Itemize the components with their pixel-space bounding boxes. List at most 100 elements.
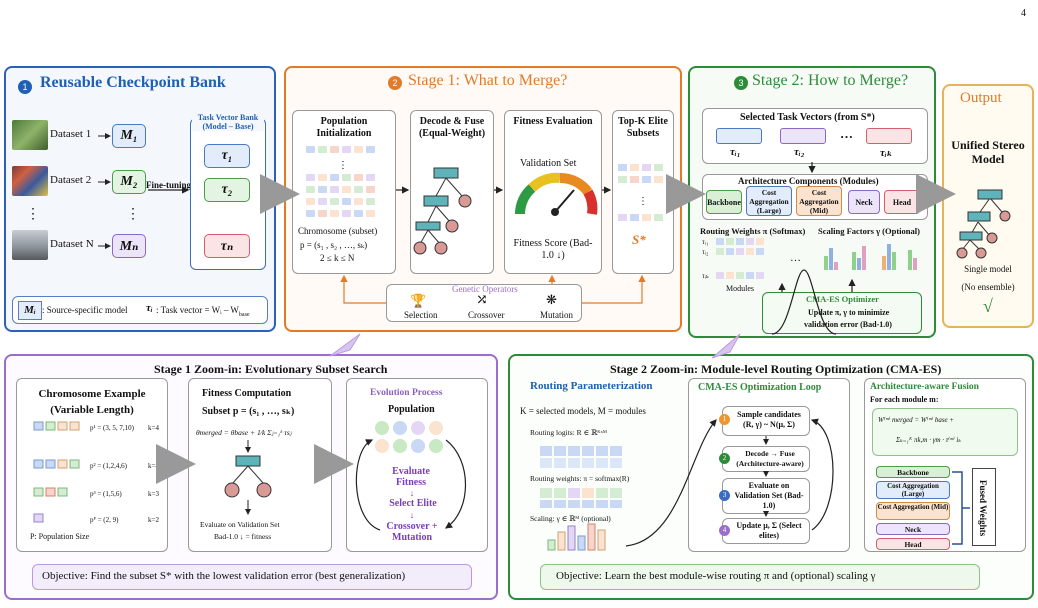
arrow-loop-back [810,418,834,531]
loop-step-1-num: 1 [719,414,730,425]
op-crossover: Crossover [468,310,505,320]
fusion-formula-1: W⁽ᵐ⁾ merged = W⁽ᵐ⁾ base + [878,416,955,424]
model-dots: ⋮ [126,207,140,222]
bank-legend [12,296,268,324]
task-vector-2: τ₂ [204,178,250,202]
fusion-module-backbone: Backbone [876,466,950,478]
output-model-name: Unified Stereo Model [951,138,1025,166]
fusion-module-cost-large: Cost Aggregation (Large) [876,481,950,499]
zoom1-objective-text: Objective: Find the subset S* with the l… [42,570,406,582]
cma-optimizer-box [762,292,922,334]
scaling-bars-zoom [547,523,606,551]
chromosome-rows [33,421,80,523]
stage2-badge: 3 [734,76,748,90]
selected-tv-2 [780,128,826,144]
selected-tv-title: Selected Task Vectors (from S*) [740,112,875,123]
svg-text:⋮: ⋮ [638,196,648,207]
chrom-row-2-k: k=4 [148,462,159,470]
zoom2-title: Stage 2 Zoom-in: Module-level Routing Op… [610,362,942,376]
scaling-title: Scaling Factors γ (Optional) [818,226,920,236]
s-star-label: S* [632,232,646,247]
evo-step-crossover: Crossover + Mutation [386,521,438,543]
evo-title: Evolution Process [370,388,443,398]
fitness-score: Fitness Score (Bad-1.0 ↓) [513,238,593,261]
fitcomp-formula: θmerged = θbase + 1⁄k Σⱼ₌₁ᵏ τsⱼ [196,428,292,437]
selected-tv-k [866,128,912,144]
model-m2-box: M₂ [112,170,146,194]
dataset-1-thumbnail [12,120,48,150]
evo-step-evaluate: Evaluate Fitness [392,466,430,488]
zoom1-title: Stage 1 Zoom-in: Evolutionary Subset Sea… [154,362,388,376]
population-chromosomes: ⋮ [306,146,375,217]
loop-step-3-num: 3 [719,490,730,501]
evo-arrow-2: ↓ [409,510,415,520]
crossover-icon: ⤮ [476,293,488,308]
dataset-n-thumbnail [12,230,48,260]
fusion-bracket [952,471,970,545]
page-number: 4 [1021,8,1026,19]
checkpoint-bank-panel [4,66,276,332]
loop-step-2-text: Decode → Fuse (Architecture-aware) [736,449,804,468]
rp-def: K = selected models, M = modules [520,406,646,416]
routing-ellipsis: … [790,252,801,264]
stage2-title: Stage 2: How to Merge? [752,72,909,89]
rp-weights: Routing weights: π = softmax(R) [530,474,630,483]
routing-logits-grid [540,446,622,468]
model-mn-box: Mₙ [112,234,146,258]
routing-title: Routing Weights π (Softmax) [700,226,806,236]
task-vector-n: τₙ [204,234,250,258]
chrom-label: Chromosome (subset) [298,226,378,236]
fitcomp-eval1: Evaluate on Validation Set [200,520,280,529]
chrom-row-1-label: p¹ = (3, 5, 7,10) [90,424,134,432]
loop-step-2-box [722,446,810,472]
evo-step-select: Select Elite [389,498,437,509]
dataset-dots: ⋮ [26,207,40,222]
module-backbone: Backbone [706,190,742,214]
evolution-loop-arrow [355,439,381,531]
fitcomp-title: Fitness Computation [202,388,292,399]
fusion-title: Architecture-aware Fusion [870,382,979,392]
op-selection: Selection [404,310,438,320]
trophy-icon: 🏆 [410,293,427,308]
model-m1-box: M₁ [112,124,146,148]
legend-tau-symbol: τᵢ [146,302,153,314]
legend-model-symbol: Mᵢ [18,301,42,320]
fusion-module-neck: Neck [876,523,950,535]
loop-step-4-text: Update μ, Σ (Select elites) [736,521,802,540]
arch-title: Architecture Components (Modules) [738,176,879,186]
fused-weights-box [972,468,996,546]
evo-population: Population [388,404,435,415]
routing-row-1: τᵢ₁ [702,238,709,246]
fitcomp-tree-icon [224,455,272,498]
genetic-loop-left [340,274,386,304]
fusion-formula-2: Σₖ₌₁ᴷ πk,m · γm · τ⁽ᵐ⁾ iₖ [896,436,961,444]
module-neck: Neck [848,190,880,214]
fitcomp-subset: Subset p = (s₁ , …, sₖ) [202,406,295,417]
stage1-badge: 2 [388,76,402,90]
zoom2-pointer [711,333,741,359]
routing-weights-grid [716,238,764,279]
evo-arrow-1: ↓ [409,488,415,498]
selected-label-k: τᵢₖ [880,147,893,159]
legend-tau-text: : Task vector = Wᵢ – Wbase [156,305,250,318]
svg-text:⋮: ⋮ [338,160,348,171]
chrom-row-1-k: k=4 [148,424,159,432]
op-mutation: Mutation [540,310,573,320]
mutation-icon: ❋ [546,292,557,307]
genetic-operators-box [386,284,582,322]
output-title: Output [960,90,1002,106]
fusion-module-cost-mid: Cost Aggregation (Mid) [876,502,950,520]
chrom-row-2-label: p² = (1,2,4,6) [90,462,127,470]
output-single: Single model [964,264,1012,274]
module-cost-mid: Cost Aggregation (Mid) [796,186,842,216]
task-vector-1: τ₁ [204,144,250,168]
chrom-formula: p = (s₁ , s₂ , …, sₖ) [300,240,368,250]
cma-text1: Update π, γ to minimize [808,308,890,317]
output-model-tree-icon [956,189,1011,259]
selected-label-2: τᵢ₂ [794,146,805,158]
loop-title: CMA-ES Optimization Loop [698,382,822,393]
routing-row-k: τᵢₖ [702,272,709,280]
finetune-label: Fine-tuning [146,180,192,190]
dataset-1-label: Dataset 1 [50,128,92,140]
